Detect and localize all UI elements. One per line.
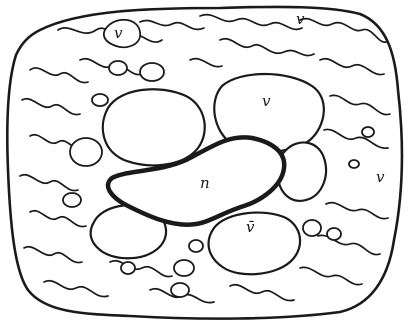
label-vacuole-right-edge: v	[376, 168, 385, 186]
label-vacuole-top-left: v	[114, 24, 123, 42]
label-vacuole-top-right: v	[296, 10, 305, 28]
label-nucleus: n	[200, 174, 210, 192]
vacuole-left	[103, 89, 205, 165]
label-vacuole-center-right: v	[262, 92, 271, 110]
label-vacuole-bottom: v̄	[246, 218, 255, 236]
